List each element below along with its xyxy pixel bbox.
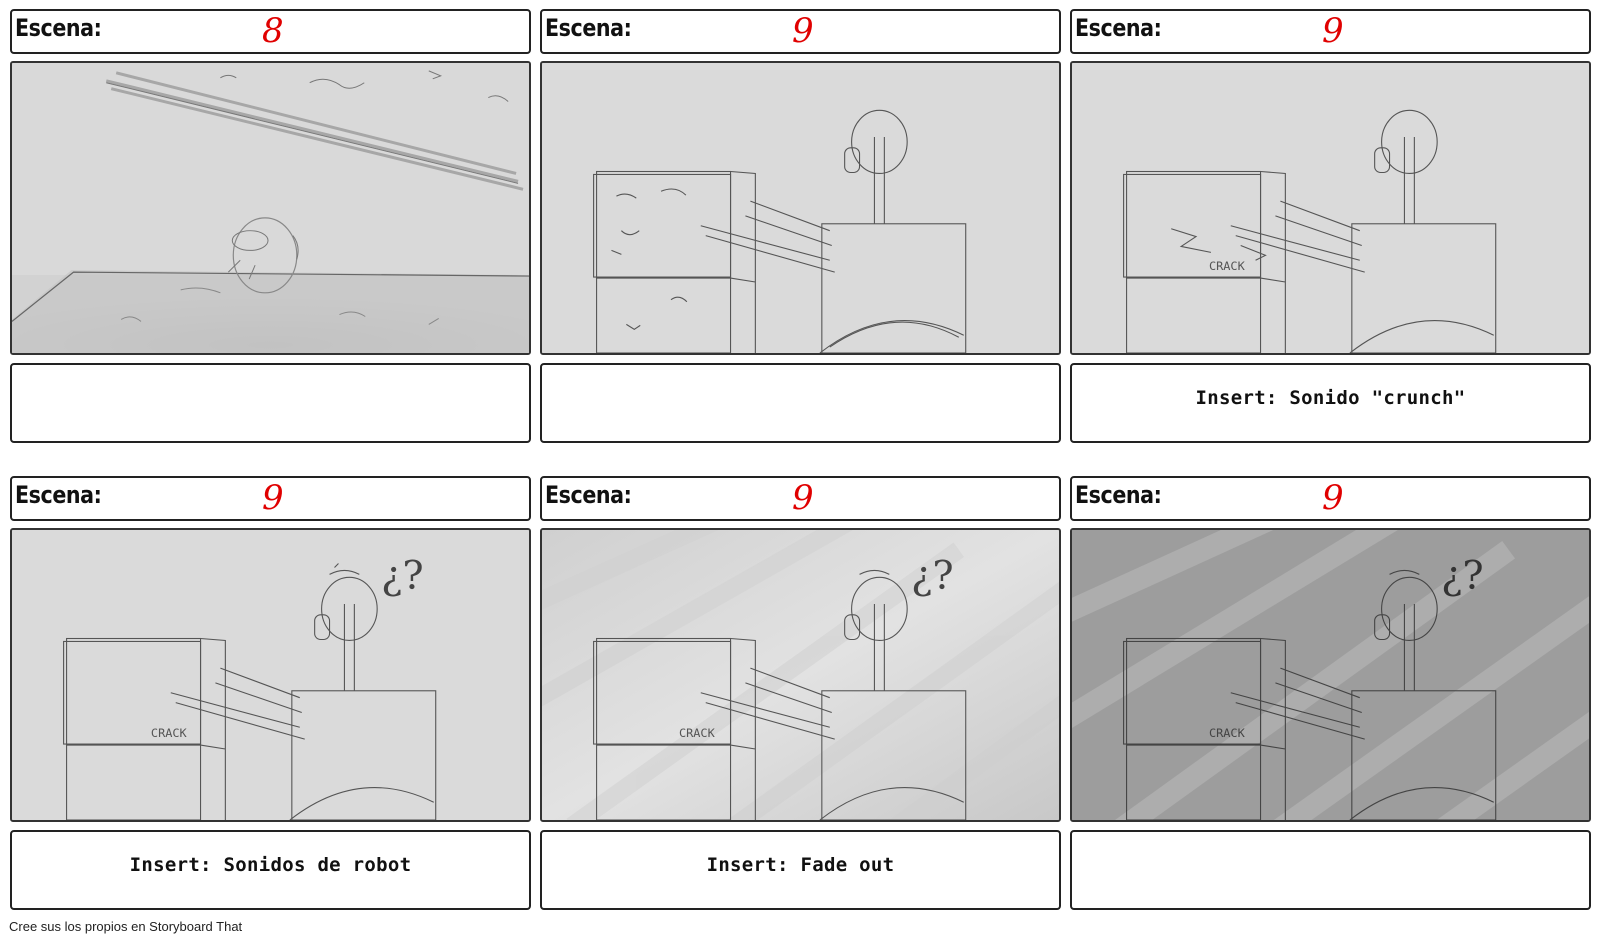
scene-label: Escena: — [15, 14, 102, 42]
scene-header: Escena: 9 — [1070, 476, 1591, 521]
caption-box: Insert: Fade out — [540, 830, 1061, 910]
sketch-frame-dark: CRACK ¿? — [1070, 528, 1591, 822]
crack-text: CRACK — [679, 726, 716, 740]
crack-text: CRACK — [1209, 726, 1246, 740]
caption-box — [540, 363, 1061, 443]
scene-number: 9 — [792, 478, 814, 518]
caption-text: Insert: Sonido "crunch" — [1195, 387, 1466, 409]
scene-label: Escena: — [545, 14, 632, 42]
scene-header: Escena: 9 — [1070, 9, 1591, 54]
footer-credit: Cree sus los propios en Storyboard That — [9, 919, 243, 934]
sketch-frame-fade-out: CRACK ¿? — [540, 528, 1061, 822]
scene-label: Escena: — [1075, 481, 1162, 509]
scene-number: 9 — [1322, 11, 1344, 51]
question-marks: ¿? — [911, 553, 954, 599]
caption-box: Insert: Sonido "crunch" — [1070, 363, 1591, 443]
question-marks: ¿? — [381, 553, 424, 599]
scene-header: Escena: 8 — [10, 9, 531, 54]
sketch-frame-robot-question: CRACK ¿? — [10, 528, 531, 822]
scene-number: 9 — [262, 478, 284, 518]
scene-header: Escena: 9 — [540, 9, 1061, 54]
caption-box — [10, 363, 531, 443]
caption-box: Insert: Sonidos de robot — [10, 830, 531, 910]
scene-header: Escena: 9 — [10, 476, 531, 521]
caption-text: Insert: Fade out — [706, 854, 895, 876]
scene-label: Escena: — [1075, 14, 1162, 42]
scene-label: Escena: — [15, 481, 102, 509]
sketch-frame-crunch: CRACK — [1070, 61, 1591, 355]
scene-number: 9 — [1322, 478, 1344, 518]
question-marks: ¿? — [1441, 553, 1484, 599]
scene-number: 9 — [792, 11, 814, 51]
scene-label: Escena: — [545, 481, 632, 509]
caption-box — [1070, 830, 1591, 910]
caption-text: Insert: Sonidos de robot — [129, 854, 412, 876]
crack-text: CRACK — [1209, 259, 1246, 273]
scene-number: 8 — [262, 11, 284, 51]
sketch-frame-fall — [10, 61, 531, 355]
crack-text: CRACK — [151, 726, 188, 740]
scene-header: Escena: 9 — [540, 476, 1061, 521]
sketch-frame-robot — [540, 61, 1061, 355]
